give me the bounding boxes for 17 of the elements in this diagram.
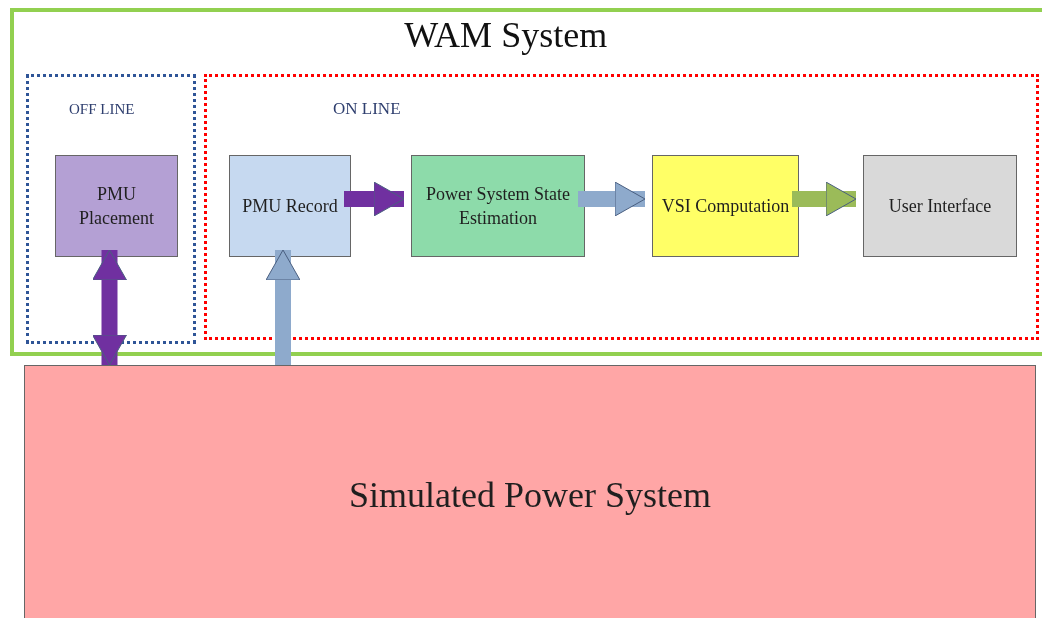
system-boundary	[10, 8, 1042, 356]
group-title: ON LINE	[333, 99, 401, 119]
system-block: Simulated Power System	[24, 365, 1036, 618]
block-arrow	[792, 181, 857, 217]
process-box: PMU Placement	[55, 155, 178, 257]
block-arrow	[92, 249, 127, 366]
group-title: WAM System	[404, 14, 608, 56]
group-title: OFF LINE	[69, 101, 135, 118]
process-box: Power System State Estimation	[411, 155, 585, 257]
process-box: PMU Record	[229, 155, 351, 257]
online-region	[204, 74, 1039, 340]
process-box: User Interface	[863, 155, 1017, 257]
process-box: VSI Computation	[652, 155, 799, 257]
block-arrow	[578, 181, 646, 217]
offline-region	[26, 74, 196, 344]
block-arrow	[265, 249, 301, 365]
block-arrow	[344, 181, 405, 217]
